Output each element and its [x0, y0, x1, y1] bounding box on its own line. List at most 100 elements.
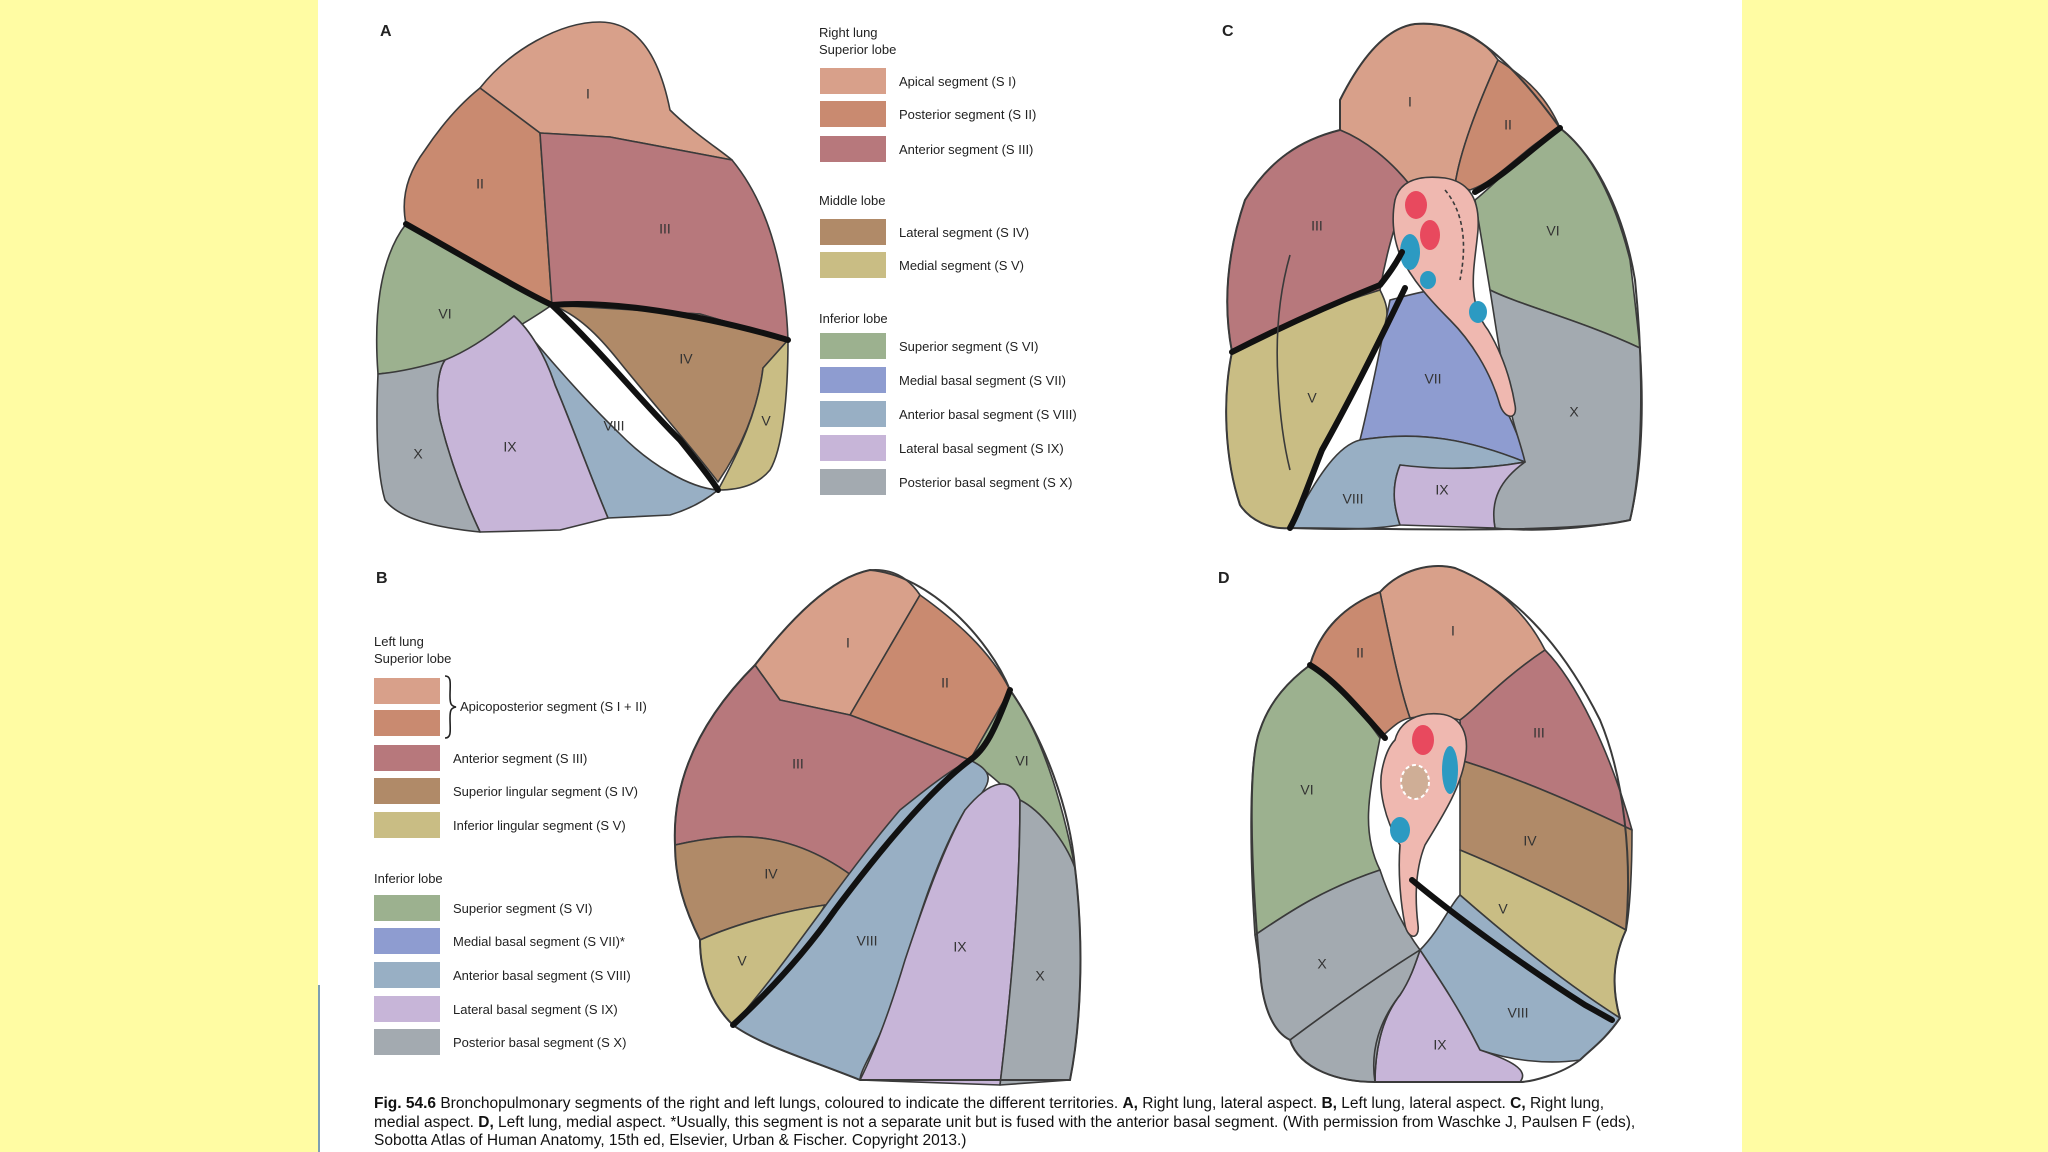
legend-label: Posterior basal segment (S X) [899, 474, 1073, 490]
c-line-detail [1276, 254, 1291, 471]
caption-label-d: D, [478, 1113, 494, 1131]
legend-swatch [820, 401, 886, 427]
legend-label: Superior segment (S VI) [453, 900, 593, 916]
c-outline [1225, 22, 1642, 531]
left-legend-heading: Left lung Superior lobe [374, 633, 451, 667]
panel-c-right-lung-medial: C I II III V VI VII VIII IX X [1222, 22, 1643, 531]
a-label-x: X [413, 446, 423, 462]
a-label-ii: II [476, 176, 484, 192]
d-oblique-fissure-upper [1307, 662, 1388, 741]
legend-swatch [374, 745, 440, 771]
a-label-iv: IV [679, 351, 693, 367]
right-legend-superior-title: Superior lobe [819, 42, 897, 57]
legend-label: Lateral basal segment (S IX) [899, 440, 1064, 456]
legend-swatch [820, 333, 886, 359]
d-line-detail [1372, 994, 1401, 1083]
caption-label-a: A, [1122, 1095, 1138, 1112]
legend-label: Medial basal segment (S VII) [899, 372, 1066, 388]
c-label-iii: III [1311, 218, 1323, 234]
c-label-x: X [1569, 404, 1579, 420]
left-legend-inferior-title: Inferior lobe [374, 871, 443, 886]
b-label-viii: VIII [856, 933, 877, 949]
a-label-iii: III [659, 221, 671, 237]
d-outline [1250, 565, 1629, 1083]
a-label-i: I [586, 86, 590, 102]
legend-row: Superior segment (S VI) [374, 895, 592, 921]
legend-row: Posterior basal segment (S X) [820, 469, 1072, 495]
legend-swatch [820, 136, 886, 162]
a-oblique-fissure [403, 221, 721, 493]
legend-label: Anterior basal segment (S VIII) [453, 967, 631, 983]
legend-swatch [374, 962, 440, 988]
legend-swatch [820, 101, 886, 127]
legend-row: Apical segment (S I) [820, 68, 1016, 94]
legend-swatch [374, 778, 440, 804]
b-label-ix: IX [953, 939, 967, 955]
legend-label: Lateral basal segment (S IX) [453, 1001, 618, 1017]
legend-swatch [374, 812, 440, 838]
legend-swatch [820, 435, 886, 461]
legend-row: Lateral segment (S IV) [820, 219, 1029, 245]
c-label-vii: VII [1424, 371, 1441, 387]
caption-label-c: C, [1510, 1095, 1526, 1112]
a-label-ix: IX [503, 439, 517, 455]
figure-caption: Fig. 54.6 Bronchopulmonary segments of t… [374, 1095, 1644, 1151]
legend-row: Lateral basal segment (S IX) [374, 996, 618, 1022]
legend-label: Lateral segment (S IV) [899, 224, 1030, 240]
a-seg-5 [717, 339, 789, 491]
a-horizontal-fissure [549, 301, 791, 343]
a-seg-2 [403, 87, 553, 306]
d-label-viii: VIII [1507, 1005, 1528, 1021]
b-label-vi: VI [1015, 753, 1028, 769]
c-oblique-fissure-lower [1287, 285, 1408, 531]
legend-label: Apicoposterior segment (S I + II) [460, 699, 647, 714]
legend-label: Medial segment (S V) [899, 257, 1024, 273]
d-vein-1 [1442, 746, 1458, 794]
page-edge-line [318, 985, 320, 1152]
legend-swatch [374, 1029, 440, 1055]
a-seg-10 [376, 359, 481, 533]
d-label-i: I [1451, 623, 1455, 639]
legend-label: Anterior segment (S III) [899, 141, 1034, 157]
d-label-iii: III [1533, 725, 1545, 741]
legend-row: Posterior segment (S II) [820, 101, 1036, 127]
legend-swatch [374, 928, 440, 954]
left-legend-lung-title: Left lung [374, 634, 424, 649]
right-legend-inferior-title: Inferior lobe [819, 311, 888, 326]
panel-a-letter: A [380, 23, 392, 40]
caption-text: Left lung, lateral aspect. [1336, 1095, 1511, 1112]
legend-swatch [820, 252, 886, 278]
legend-row: Anterior segment (S III) [374, 745, 587, 771]
caption-label-b: B, [1321, 1095, 1337, 1112]
c-horizontal-fissure [1229, 249, 1405, 355]
c-seg-9 [1393, 461, 1526, 529]
c-artery-2 [1420, 220, 1440, 250]
d-label-ii: II [1356, 645, 1364, 661]
b-label-iv: IV [764, 866, 778, 882]
c-vein-2 [1420, 271, 1436, 289]
a-label-vi: VI [438, 306, 451, 322]
c-artery-1 [1405, 191, 1427, 219]
legend-swatch [820, 469, 886, 495]
b-label-iii: III [792, 756, 804, 772]
c-label-i: I [1408, 94, 1412, 110]
c-vein-1 [1400, 234, 1420, 270]
b-label-i: I [846, 635, 850, 651]
legend-label: Anterior basal segment (S VIII) [899, 406, 1077, 422]
legend-row: Posterior basal segment (S X) [374, 1029, 626, 1055]
c-label-vi: VI [1546, 223, 1559, 239]
d-artery-1 [1412, 725, 1434, 755]
d-label-vi: VI [1300, 782, 1313, 798]
legend-label: Posterior segment (S II) [899, 106, 1037, 122]
c-label-viii: VIII [1342, 491, 1363, 507]
legend-row: Inferior lingular segment (S V) [374, 812, 626, 838]
legend-row: Superior lingular segment (S IV) [374, 778, 638, 804]
d-label-v: V [1498, 901, 1508, 917]
legend-swatch-posterior [374, 710, 440, 736]
d-label-iv: IV [1523, 833, 1537, 849]
d-oblique-fissure-lower [1409, 877, 1615, 1023]
caption-text: Right lung, medial aspect. [374, 1095, 1605, 1131]
legend-row: Medial basal segment (S VII)* [374, 928, 625, 954]
c-label-v: V [1307, 390, 1317, 406]
caption-text: Right lung, lateral aspect. [1137, 1095, 1322, 1112]
